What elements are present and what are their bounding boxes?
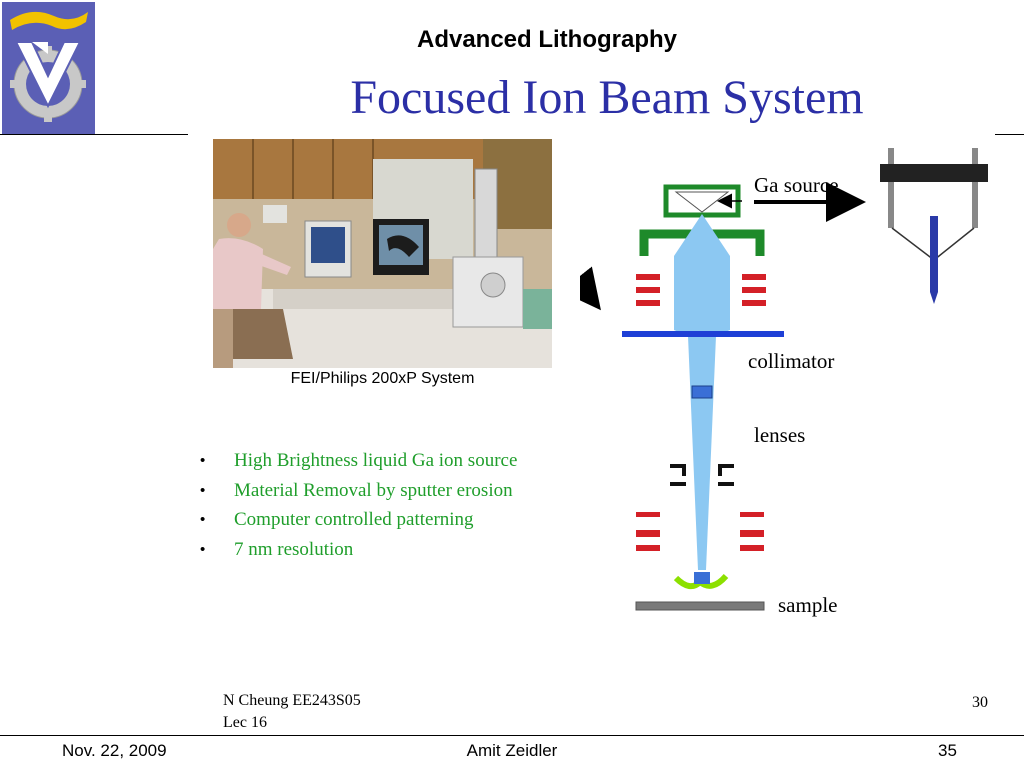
university-logo [2,2,95,134]
slide-subtitle: Focused Ion Beam System [350,71,864,124]
reference-lecture: Lec 16 [223,714,267,731]
bullet-dot-icon: • [200,452,206,469]
fib-column-diagram: Ga source collimator lenses sample [580,148,988,617]
list-item: •High Brightness liquid Ga ion source [196,446,596,476]
ga-source-label: Ga source [754,173,839,197]
sample-stage [635,601,765,611]
coil-bottom [636,512,764,551]
lenses-label: lenses [754,423,805,447]
list-item: •7 nm resolution [196,535,596,565]
reference-author: N Cheung EE243S05 [223,692,361,709]
bullet-dot-icon: • [200,511,206,528]
list-item: •Computer controlled patterning [196,505,596,535]
header-rule-left [0,134,188,135]
bullet-dot-icon: • [200,540,206,558]
list-item: •Material Removal by sputter erosion [196,476,596,506]
ga-source-detail [880,148,988,304]
reference-page-number: 30 [972,694,988,711]
deflector-plates [670,464,734,486]
pointer-arrow [580,266,601,311]
system-photo [213,139,552,368]
footer-rule [0,735,1024,736]
header-rule-right [995,134,1024,135]
photo-caption: FEI/Philips 200xP System [290,370,475,387]
collimator-label: collimator [748,349,834,373]
lens-element [691,385,713,399]
slide-title: Advanced Lithography [416,26,678,53]
bullet-dot-icon: • [200,481,206,499]
coil-top [636,274,766,306]
footer-author: Amit Zeidler [466,741,558,760]
footer-date: Nov. 22, 2009 [62,741,167,760]
feature-list: •High Brightness liquid Ga ion source •M… [196,446,596,564]
sample-label: sample [778,593,837,617]
footer-page-number: 35 [938,741,957,760]
